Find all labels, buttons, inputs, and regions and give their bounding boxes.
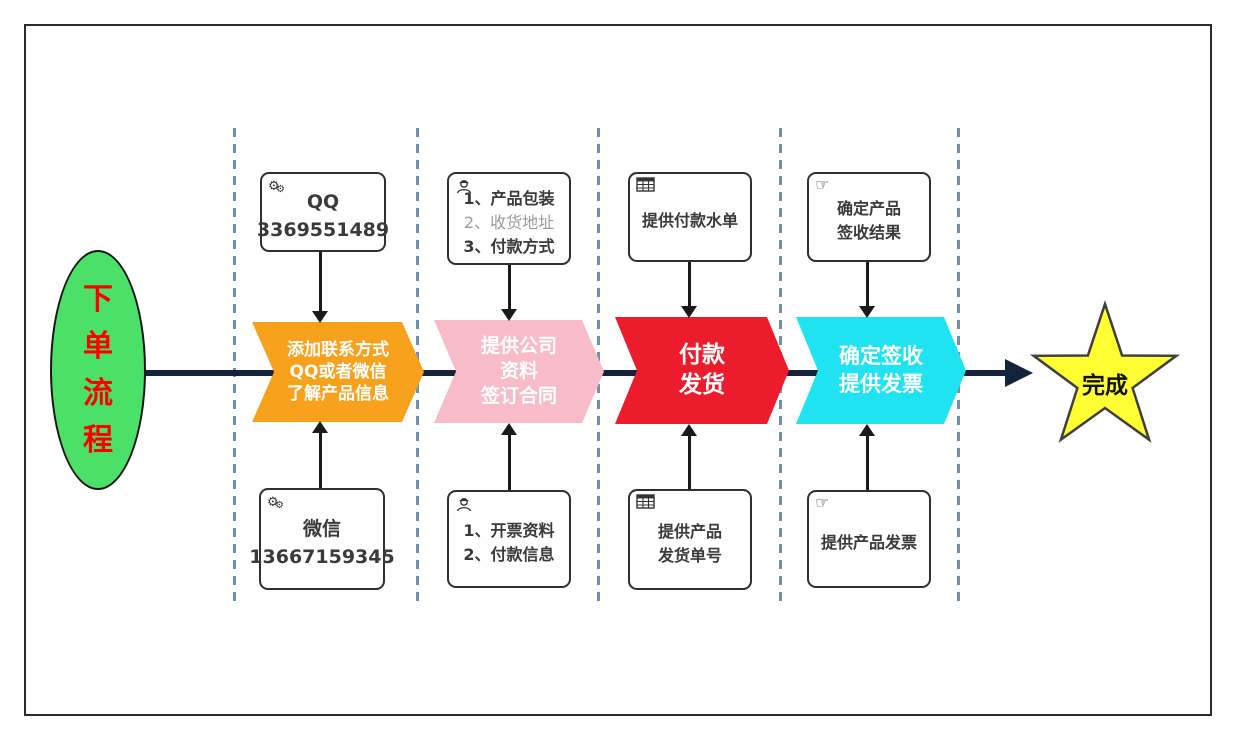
flow-arrowhead-icon: [1005, 359, 1033, 387]
arrow-up-icon: [312, 421, 328, 433]
arrow-up-icon: [859, 424, 875, 436]
table-icon: [636, 177, 655, 192]
hand-icon: ☞: [815, 493, 830, 512]
table-icon: [636, 494, 655, 509]
gears-icon: ⚙⚙: [268, 179, 285, 195]
info-box-wechat: ⚙⚙ 微信 13667159345: [249, 488, 395, 590]
info-line: 2、收货地址: [463, 212, 555, 232]
process-chevron-payment: 付款 发货: [615, 317, 789, 424]
connector-line: [688, 435, 691, 489]
info-line: 1、开票资料: [463, 521, 555, 540]
info-box-shipping-number: 提供产品 发货单号: [628, 489, 752, 590]
chevron-label: 了解产品信息: [287, 384, 389, 405]
info-line: 确定产品: [836, 199, 901, 218]
process-chevron-contact: 添加联系方式 QQ或者微信 了解产品信息: [252, 322, 424, 422]
connector-line: [866, 262, 869, 307]
chevron-label: 确定签收: [839, 344, 923, 369]
process-chevron-receipt: 确定签收 提供发票: [796, 317, 966, 424]
arrow-up-icon: [681, 424, 697, 436]
end-node-label: 完成: [1082, 373, 1128, 399]
chevron-label: 资料: [499, 360, 538, 383]
info-line: 2、付款信息: [463, 545, 555, 564]
chevron-label: 付款: [679, 341, 725, 368]
info-box-payment-slip: 提供付款水单: [628, 172, 752, 262]
connector-line: [508, 265, 511, 310]
arrow-down-icon: [312, 311, 328, 323]
connector-line: [866, 435, 869, 490]
chevron-label: 提供公司: [480, 335, 557, 358]
stage-divider: [233, 128, 236, 602]
info-line: 发货单号: [657, 545, 722, 565]
info-box-order-details: 1、产品包装 2、收货地址 3、付款方式: [447, 172, 571, 265]
connector-line: [688, 262, 691, 307]
start-node: 下单流程: [50, 250, 146, 490]
info-box-confirm-receipt: ☞ 确定产品 签收结果: [807, 172, 931, 262]
star-polygon: [1029, 300, 1181, 443]
connector-line: [319, 252, 322, 312]
arrow-up-icon: [501, 423, 517, 435]
arrow-down-icon: [681, 306, 697, 318]
chevron-label: 提供发票: [839, 371, 923, 396]
info-line: 签收结果: [836, 223, 901, 242]
connector-line: [508, 434, 511, 490]
info-line: 1、产品包装: [463, 188, 555, 208]
info-line: 13667159345: [249, 546, 395, 568]
info-line: 提供付款水单: [641, 211, 738, 230]
info-box-qq: ⚙⚙ QQ 3369551489: [256, 172, 390, 252]
chevron-label: QQ或者微信: [289, 361, 387, 382]
arrow-down-icon: [859, 306, 875, 318]
gears-icon: ⚙⚙: [267, 495, 284, 511]
info-line: 微信: [302, 517, 341, 540]
process-chevron-contract: 提供公司 资料 签订合同: [434, 320, 604, 423]
info-box-invoice-info: 1、开票资料 2、付款信息: [447, 490, 571, 588]
chevron-label: 添加联系方式: [287, 339, 389, 360]
chevron-label: 签订合同: [480, 384, 557, 407]
info-box-product-invoice: ☞ 提供产品发票: [807, 490, 931, 588]
hand-icon: ☞: [815, 175, 830, 194]
start-node-label: 下单流程: [83, 282, 113, 458]
info-line: 3369551489: [256, 219, 390, 241]
chevron-label: 发货: [679, 371, 725, 398]
star-shape: [1029, 300, 1181, 443]
info-line: QQ: [306, 190, 340, 213]
connector-line: [319, 432, 322, 488]
arrow-down-icon: [501, 309, 517, 321]
info-line: 3、付款方式: [463, 236, 555, 256]
info-line: 提供产品: [657, 521, 722, 541]
info-line: 提供产品发票: [820, 533, 917, 552]
worker-icon: [455, 495, 473, 512]
worker-icon: [455, 177, 473, 194]
